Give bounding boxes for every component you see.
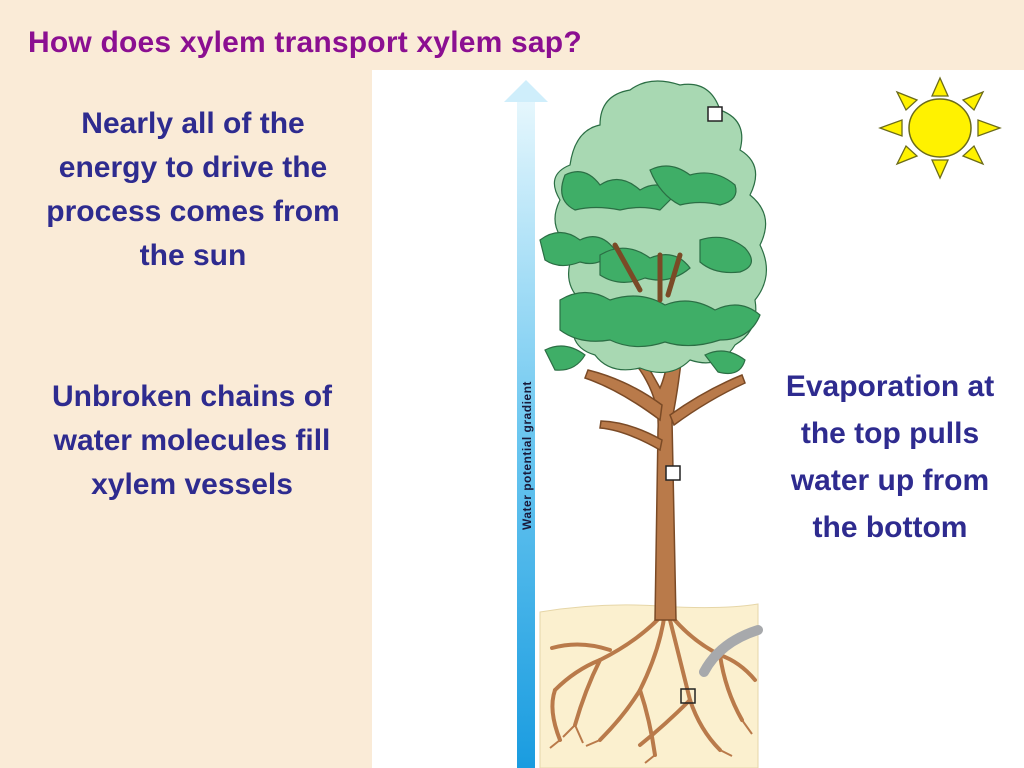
root-hair-pointer <box>699 625 763 677</box>
canopy-branches <box>612 242 683 303</box>
water-gradient-arrow: Water potential gradient <box>504 80 548 768</box>
foliage <box>539 80 767 375</box>
left-panel <box>0 70 372 768</box>
slide-title: How does xylem transport xylem sap? <box>28 26 582 59</box>
root-cell-box <box>680 688 696 704</box>
gradient-label: Water potential gradient <box>520 381 534 530</box>
leaf-cell-box <box>707 106 723 122</box>
water-chains-text: Unbroken chains of water molecules fill … <box>51 380 333 501</box>
sun-icon <box>878 76 1002 180</box>
roots <box>550 610 757 757</box>
trunk-cell-box <box>665 465 681 481</box>
energy-text: Nearly all of the energy to drive the pr… <box>46 107 340 272</box>
evaporation-text: Evaporation at the top pulls water up fr… <box>785 370 995 544</box>
trunk <box>584 329 746 621</box>
